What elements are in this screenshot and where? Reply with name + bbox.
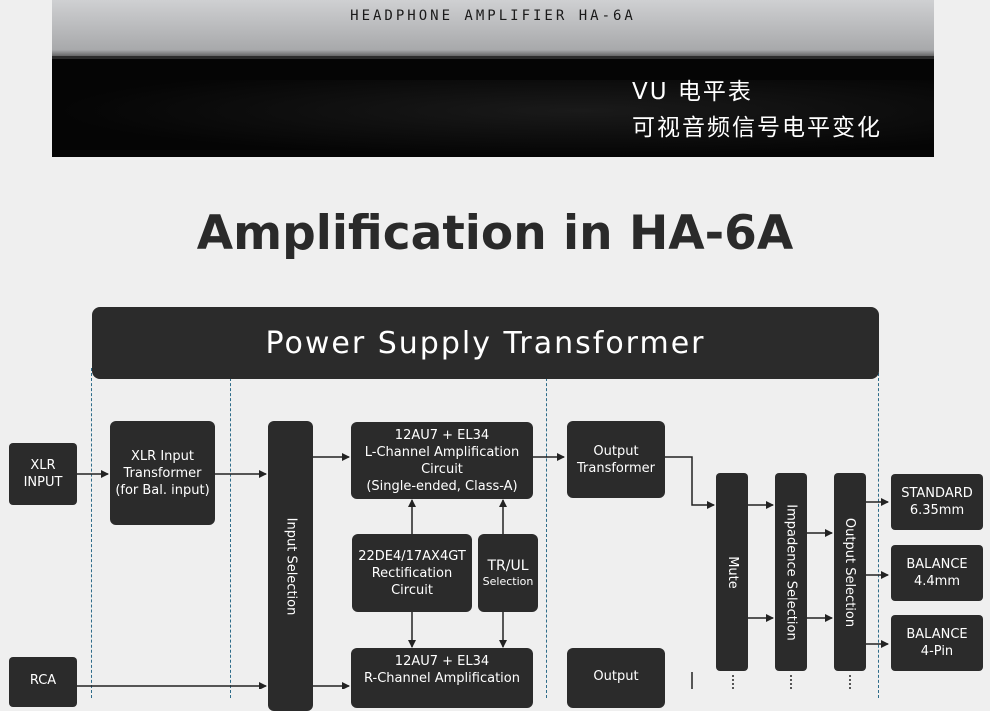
output-transformer-l: Output Transformer bbox=[567, 421, 665, 498]
power-supply-transformer: Power Supply Transformer bbox=[92, 307, 879, 379]
dashed-separator bbox=[91, 368, 92, 698]
output-balance4pin-box: BALANCE 4-Pin bbox=[891, 615, 983, 671]
output-standard-box: STANDARD 6.35mm bbox=[891, 474, 983, 530]
mute-label: Mute bbox=[724, 555, 740, 589]
hero-caption-desc: 可视音频信号电平变化 bbox=[632, 115, 882, 141]
connector-arrows bbox=[77, 453, 889, 689]
xlr-input-transformer: XLR Input Transformer (for Bal. input) bbox=[110, 421, 215, 525]
rca-input-box: RCA bbox=[9, 657, 77, 707]
amplifier-faceplate: HEADPHONE AMPLIFIER HA-6A bbox=[52, 0, 934, 59]
dashed-separator bbox=[878, 368, 879, 698]
faceplate-brand-text: HEADPHONE AMPLIFIER HA-6A bbox=[350, 8, 636, 24]
trul-sublabel: Selection bbox=[482, 575, 534, 588]
impedance-selection-box: Impadence Selection bbox=[775, 473, 807, 671]
l-channel-amplification: 12AU7 + EL34 L-Channel Amplification Cir… bbox=[351, 422, 533, 499]
rectification-circuit: 22DE4/17AX4GT Rectification Circuit bbox=[352, 534, 472, 612]
hero-banner: HEADPHONE AMPLIFIER HA-6A VU 电平表 可视音频信号电… bbox=[52, 0, 934, 157]
arrow-outtrans-to-mute bbox=[665, 456, 715, 509]
dashed-separator bbox=[546, 368, 547, 698]
impedance-selection-label: Impadence Selection bbox=[783, 503, 799, 641]
trul-selection-box: TR/UL Selection bbox=[478, 534, 538, 612]
output-balance44-box: BALANCE 4.4mm bbox=[891, 545, 983, 601]
output-selection-box: Output Selection bbox=[834, 473, 866, 671]
dashed-separator bbox=[230, 368, 231, 698]
mute-box: Mute bbox=[716, 473, 748, 671]
input-selection-label: Input Selection bbox=[283, 517, 299, 615]
hero-caption-vu: VU 电平表 bbox=[632, 79, 753, 105]
input-selection-box: Input Selection bbox=[268, 421, 313, 711]
r-channel-amplification: 12AU7 + EL34 R-Channel Amplification bbox=[351, 648, 533, 708]
page-title: Amplification in HA-6A bbox=[196, 206, 794, 261]
trul-label: TR/UL bbox=[487, 558, 529, 574]
output-selection-label: Output Selection bbox=[842, 517, 858, 627]
xlr-input-box: XLR INPUT bbox=[9, 443, 77, 505]
hero-dark-texture bbox=[52, 80, 934, 157]
output-transformer-r: Output bbox=[567, 648, 665, 708]
